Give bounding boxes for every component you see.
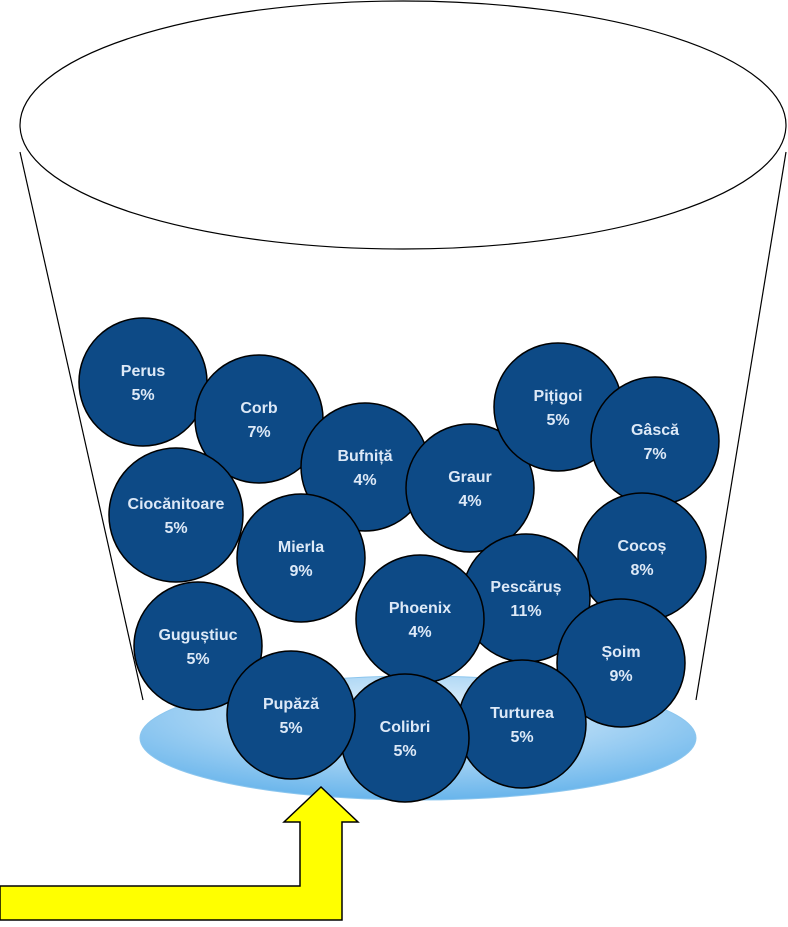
ball-circle xyxy=(405,423,535,553)
ball-value: 4% xyxy=(458,493,481,510)
ball-label: Pițigoi xyxy=(534,388,583,405)
ball-label: Pupăză xyxy=(263,696,319,713)
ball-label: Guguștiuc xyxy=(158,627,237,644)
ball-value: 11% xyxy=(510,603,541,620)
ball-circle xyxy=(108,447,244,583)
ball-15: Colibri 5% xyxy=(340,673,470,803)
jar-left-side xyxy=(19,151,144,701)
ball-circle xyxy=(226,650,356,780)
ball-3: Bufniță 4% xyxy=(300,402,430,532)
ball-label: Turturea xyxy=(490,705,554,722)
ball-14: Pupăză 5% xyxy=(226,650,356,780)
ball-16: Turturea 5% xyxy=(457,659,587,789)
jar-rim xyxy=(19,0,787,250)
ball-value: 7% xyxy=(247,424,270,441)
ball-value: 7% xyxy=(643,446,666,463)
ball-value: 5% xyxy=(279,720,302,737)
ball-value: 5% xyxy=(164,520,187,537)
ball-circle xyxy=(78,317,208,447)
ball-label: Graur xyxy=(448,469,492,486)
ball-value: 5% xyxy=(186,651,209,668)
ball-1: Perus 5% xyxy=(78,317,208,447)
ball-value: 5% xyxy=(393,743,416,760)
ball-label: Phoenix xyxy=(389,600,451,617)
ball-12: Guguștiuc 5% xyxy=(133,581,263,711)
ball-value: 4% xyxy=(353,472,376,489)
ball-value: 9% xyxy=(609,668,632,685)
ball-circle xyxy=(355,554,485,684)
ball-value: 5% xyxy=(510,729,533,746)
ball-label: Bufniță xyxy=(337,448,392,465)
ball-value: 5% xyxy=(131,387,154,404)
ball-4: Graur 4% xyxy=(405,423,535,553)
ball-label: Șoim xyxy=(601,644,640,661)
ball-circle xyxy=(590,376,720,506)
ball-label: Pescăruș xyxy=(490,579,561,596)
ball-value: 4% xyxy=(408,624,431,641)
ball-13: Șoim 9% xyxy=(556,598,686,728)
ball-circle xyxy=(236,493,366,623)
ball-label: Colibri xyxy=(380,719,431,736)
ball-label: Mierla xyxy=(278,539,324,556)
ball-circle xyxy=(457,659,587,789)
ball-value: 9% xyxy=(289,563,312,580)
ball-circle xyxy=(556,598,686,728)
ball-label: Cocoș xyxy=(618,538,667,555)
ball-value: 8% xyxy=(630,562,653,579)
ball-7: Ciocănitoare 5% xyxy=(108,447,244,583)
ball-circle xyxy=(133,581,263,711)
ball-circle xyxy=(340,673,470,803)
ball-9: Cocoș 8% xyxy=(577,492,707,622)
ball-label: Perus xyxy=(121,363,166,380)
ball-8: Mierla 9% xyxy=(236,493,366,623)
ball-value: 5% xyxy=(546,412,569,429)
yellow-arrow-up-icon xyxy=(0,785,360,921)
ball-6: Gâscă 7% xyxy=(590,376,720,506)
ball-label: Ciocănitoare xyxy=(128,496,225,513)
jar-right-side xyxy=(695,151,787,701)
ball-label: Gâscă xyxy=(631,422,679,439)
ball-10: Phoenix 4% xyxy=(355,554,485,684)
ball-label: Corb xyxy=(240,400,278,417)
balls-layer: Perus 5% Corb 7% Bufniță 4% Graur 4% Pițigoi 5% Gâ… xyxy=(78,317,720,803)
